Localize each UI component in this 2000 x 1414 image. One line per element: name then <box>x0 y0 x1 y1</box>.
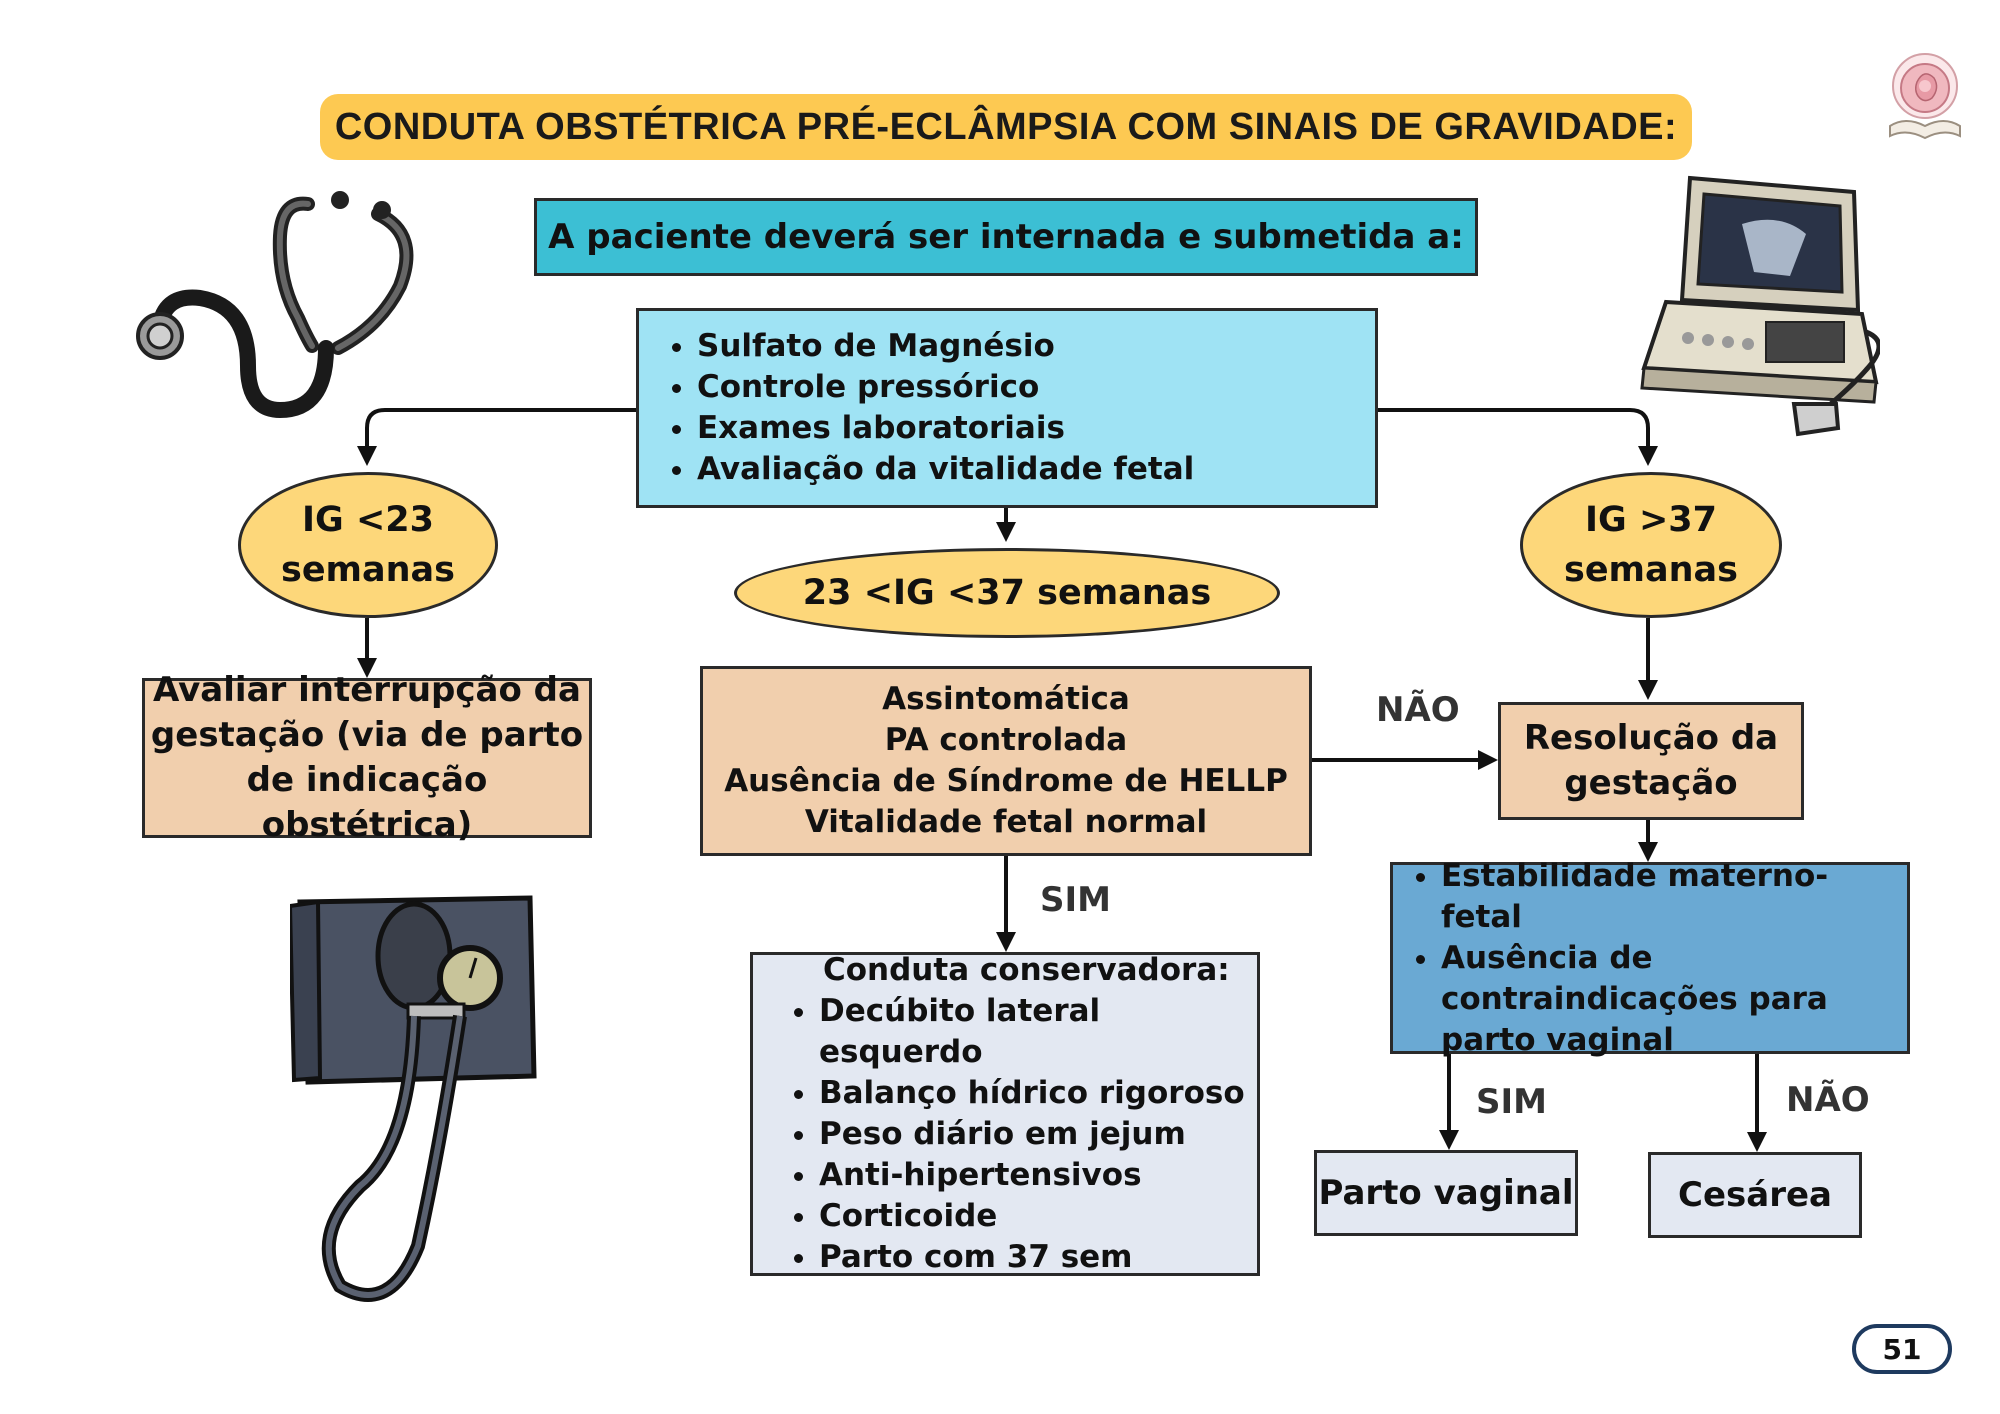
initial-measures-box: Sulfato de Magnésio Controle pressórico … <box>636 308 1378 508</box>
conditions-box: Estabilidade materno-fetal Ausência de c… <box>1390 858 1910 1058</box>
list-item: Estabilidade materno-fetal <box>1441 856 1907 938</box>
resolution-line: Resolução da <box>1523 718 1779 758</box>
list-item: Decúbito lateral esquerdo <box>819 991 1257 1073</box>
page-title: CONDUTA OBSTÉTRICA PRÉ-ECLÂMPSIA COM SIN… <box>320 94 1692 160</box>
ig-greater-37-line2: semanas <box>1563 550 1739 590</box>
ig-less-23-line1: IG <23 <box>302 500 434 540</box>
evaluate-interruption-line: Avaliar interrupção da <box>153 670 581 710</box>
list-item: Balanço hídrico rigoroso <box>819 1073 1257 1114</box>
list-item: Avaliação da vitalidade fetal <box>697 449 1375 490</box>
evaluate-interruption-line: gestação (via de parto <box>150 715 584 755</box>
stethoscope-icon <box>136 191 414 419</box>
no-label: NÃO <box>1376 690 1460 730</box>
header-box-text: A paciente deverá ser internada e submet… <box>548 217 1464 257</box>
criteria-line: Ausência de Síndrome de HELLP <box>724 763 1288 799</box>
ig-greater-37-line1: IG >37 <box>1585 500 1717 540</box>
list-item: Corticoide <box>819 1196 1257 1237</box>
cesarean-label: Cesárea <box>1678 1175 1832 1215</box>
resolution-line: gestação <box>1564 763 1738 803</box>
page-number-badge: 51 <box>1852 1324 1952 1374</box>
ig-greater-37-ellipse: IG >37 semanas <box>1520 472 1782 618</box>
list-item: Parto com 37 sem <box>819 1237 1257 1278</box>
ig-less-23-line2: semanas <box>280 550 456 590</box>
criteria-line: PA controlada <box>884 722 1128 758</box>
resolution-box: Resolução da gestação <box>1498 702 1804 820</box>
vaginal-delivery-box: Parto vaginal <box>1314 1150 1578 1236</box>
yes-label: SIM <box>1040 880 1111 920</box>
ig-less-23-ellipse: IG <23 semanas <box>238 472 498 618</box>
header-box: A paciente deverá ser internada e submet… <box>534 198 1478 276</box>
criteria-line: Vitalidade fetal normal <box>804 804 1208 840</box>
logo-badge-icon <box>1889 53 1961 140</box>
yes-label: SIM <box>1476 1082 1547 1122</box>
list-item: Controle pressórico <box>697 367 1375 408</box>
criteria-line: Assintomática <box>882 681 1130 717</box>
list-item: Exames laboratoriais <box>697 408 1375 449</box>
evaluate-interruption-box: Avaliar interrupção da gestação (via de … <box>142 670 592 845</box>
evaluate-interruption-line: de indicação obstétrica) <box>246 760 488 845</box>
sphygmomanometer-icon <box>290 895 537 1302</box>
cesarean-box: Cesárea <box>1648 1152 1862 1238</box>
ultrasound-machine-icon <box>1640 175 1880 437</box>
list-item: Ausência de contraindicações para parto … <box>1441 938 1907 1061</box>
ig-23-37-label: 23 <IG <37 semanas <box>802 573 1212 613</box>
conservative-management-box: Conduta conservadora: Decúbito lateral e… <box>750 952 1260 1276</box>
vaginal-delivery-label: Parto vaginal <box>1318 1173 1574 1213</box>
list-item: Sulfato de Magnésio <box>697 326 1375 367</box>
page-number: 51 <box>1882 1332 1922 1366</box>
conservative-title: Conduta conservadora: <box>823 952 1230 988</box>
list-item: Peso diário em jejum <box>819 1114 1257 1155</box>
ig-23-37-ellipse: 23 <IG <37 semanas <box>734 548 1280 638</box>
no-label: NÃO <box>1786 1080 1870 1120</box>
list-item: Anti-hipertensivos <box>819 1155 1257 1196</box>
criteria-box: Assintomática PA controlada Ausência de … <box>700 666 1312 856</box>
